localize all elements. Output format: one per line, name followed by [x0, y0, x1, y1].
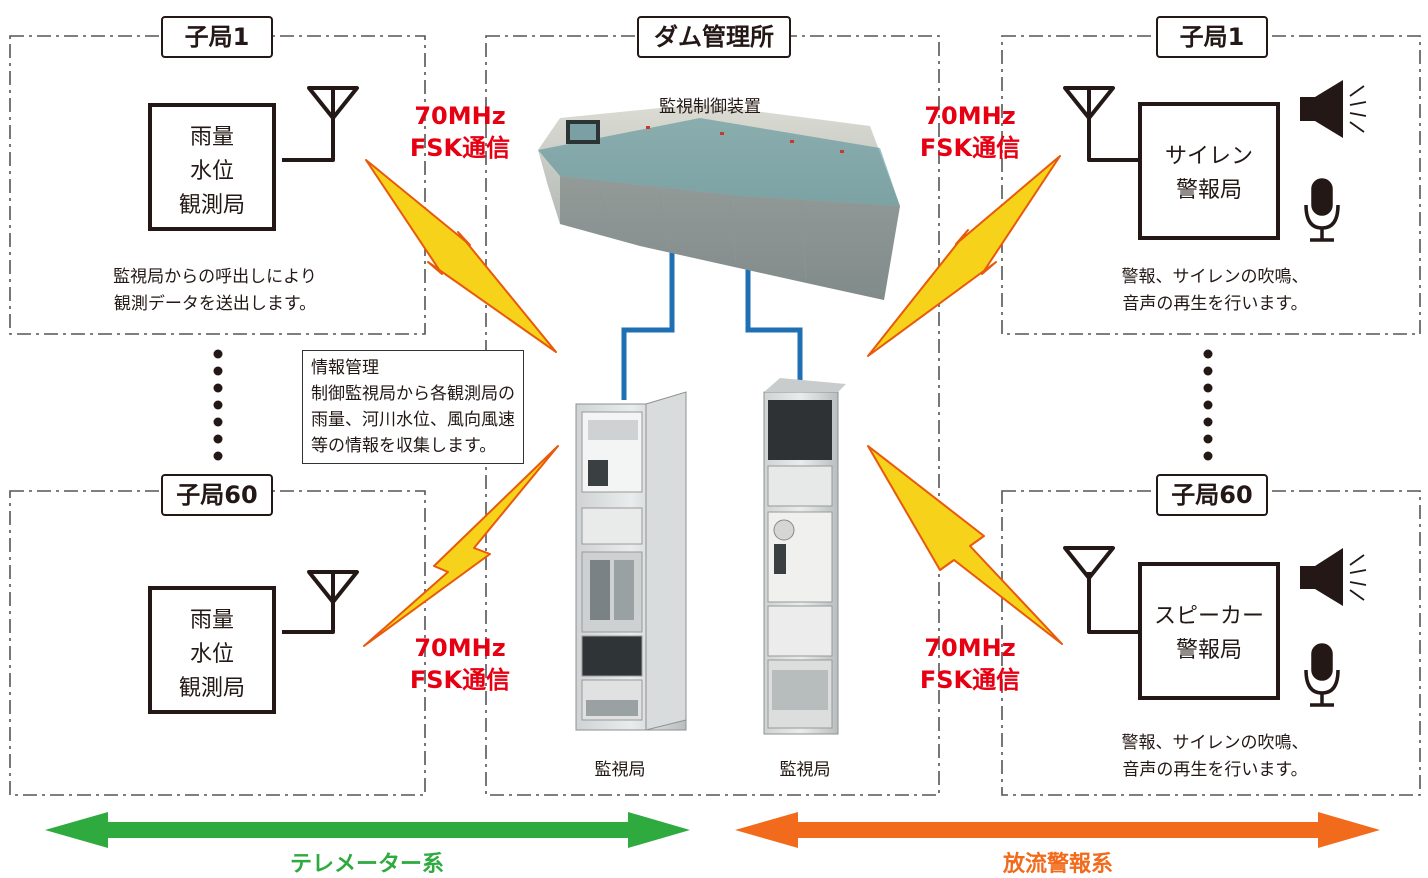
station-line: 水位 — [189, 642, 234, 667]
station-line: 水位 — [189, 159, 234, 184]
region-left-bottom — [9, 490, 426, 796]
desc-line: 音声の再生を行います。 — [1122, 760, 1308, 780]
region-left-top — [9, 35, 426, 335]
freq-line: 70MHz — [924, 102, 1016, 130]
freq-line: 70MHz — [414, 634, 506, 662]
freq-line: 70MHz — [414, 102, 506, 130]
note-line: 制御監視局から各観測局の — [311, 384, 515, 404]
speaker-warning-station: スピーカー 警報局 — [1138, 562, 1280, 700]
antenna-icon — [1063, 546, 1140, 634]
microphone-icon — [1304, 178, 1340, 242]
rain-water-observation-station-bottom: 雨量 水位 観測局 — [148, 586, 276, 714]
right-bottom-description: 警報、サイレンの吹鳴、 音声の再生を行います。 — [1060, 730, 1370, 784]
signal-cable — [621, 240, 803, 400]
monitoring-station-rack-left — [575, 391, 687, 731]
telemeter-system-arrow — [45, 812, 690, 848]
lightning-icon — [363, 155, 1063, 647]
rain-water-observation-station-top: 雨量 水位 観測局 — [148, 103, 276, 231]
station-line: 警報局 — [1175, 178, 1242, 203]
left-bottom-title: 子局60 — [161, 474, 273, 516]
station-line: 雨量 — [189, 608, 234, 633]
monitoring-station-rack-right — [763, 378, 846, 735]
desc-line: 音声の再生を行います。 — [1122, 294, 1308, 314]
right-top-description: 警報、サイレンの吹鳴、 音声の再生を行います。 — [1060, 264, 1370, 318]
continuation-dots-left — [213, 349, 223, 461]
center-title: ダム管理所 — [637, 16, 791, 58]
discharge-warning-system-arrow — [735, 812, 1380, 848]
speaker-icon — [1300, 548, 1367, 606]
freq-label-right-bottom: 70MHz FSK通信 — [900, 632, 1040, 696]
station-line: 警報局 — [1175, 638, 1242, 663]
rack-right-caption: 監視局 — [779, 760, 831, 780]
freq-line: 70MHz — [924, 634, 1016, 662]
right-bottom-title: 子局60 — [1156, 474, 1268, 516]
console-caption: 監視制御装置 — [659, 97, 761, 117]
control-console-image — [538, 104, 900, 300]
discharge-warning-system-label: 放流警報系 — [1002, 852, 1113, 877]
siren-warning-station: サイレン 警報局 — [1138, 102, 1280, 240]
desc-line: 警報、サイレンの吹鳴、 — [1121, 733, 1309, 753]
rack-left-caption: 監視局 — [594, 760, 646, 780]
freq-line: FSK通信 — [919, 666, 1021, 694]
speaker-icon — [1300, 80, 1367, 138]
freq-line: FSK通信 — [409, 134, 511, 162]
desc-line: 警報、サイレンの吹鳴、 — [1121, 267, 1309, 287]
freq-line: FSK通信 — [919, 134, 1021, 162]
note-line: 情報管理 — [311, 358, 379, 378]
note-line: 等の情報を収集します。 — [311, 436, 497, 456]
station-line: スピーカー — [1153, 604, 1264, 629]
note-line: 雨量、河川水位、風向風速 — [311, 410, 515, 430]
antenna-icon — [1063, 86, 1140, 162]
station-line: 観測局 — [178, 676, 245, 701]
left-top-title: 子局1 — [161, 16, 273, 58]
desc-line: 観測データを送出します。 — [113, 294, 317, 314]
station-line: 雨量 — [189, 125, 234, 150]
microphone-icon — [1304, 643, 1340, 707]
telemeter-system-label: テレメーター系 — [289, 852, 444, 877]
info-management-note: 情報管理 制御監視局から各観測局の 雨量、河川水位、風向風速 等の情報を収集しま… — [302, 350, 524, 464]
left-top-description: 監視局からの呼出しにより 観測データを送出します。 — [60, 264, 370, 318]
desc-line: 監視局からの呼出しにより — [113, 267, 317, 287]
station-line: サイレン — [1164, 144, 1253, 169]
right-top-title: 子局1 — [1156, 16, 1268, 58]
freq-label-left-top: 70MHz FSK通信 — [390, 100, 530, 164]
antenna-icon — [282, 570, 359, 634]
freq-line: FSK通信 — [409, 666, 511, 694]
station-line: 観測局 — [178, 193, 245, 218]
freq-label-left-bottom: 70MHz FSK通信 — [390, 632, 530, 696]
antenna-icon — [282, 86, 359, 162]
continuation-dots-right — [1203, 349, 1213, 461]
freq-label-right-top: 70MHz FSK通信 — [900, 100, 1040, 164]
